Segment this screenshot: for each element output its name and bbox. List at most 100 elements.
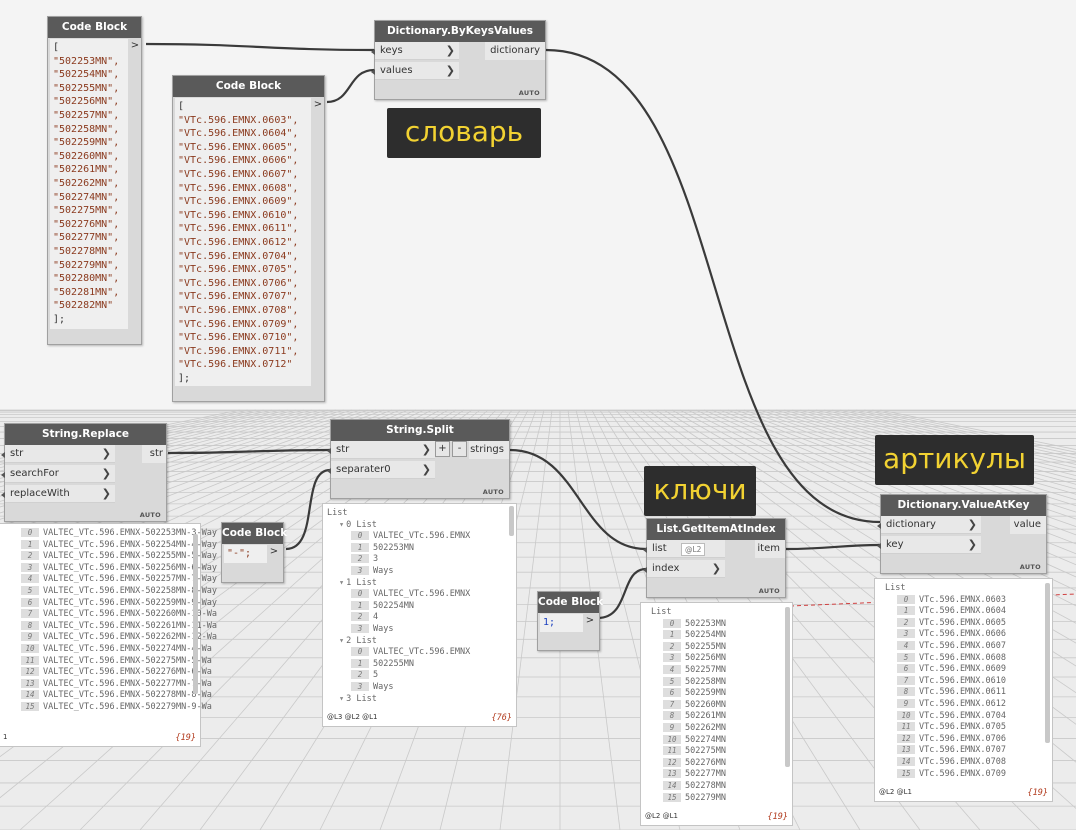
scrollbar[interactable]: [785, 607, 790, 767]
input-port-separater0[interactable]: separater0 ❯: [327, 461, 435, 479]
code-editor-values[interactable]: ["VTc.596.EMNX.0603","VTc.596.EMNX.0604"…: [175, 98, 311, 386]
output-port[interactable]: >: [313, 99, 323, 110]
input-port-key[interactable]: key ❯: [877, 536, 981, 554]
output-port-item[interactable]: item: [755, 540, 785, 558]
dictionary-bykeysvalues-node[interactable]: Dictionary.ByKeysValues keys ❯ values ❯ …: [371, 20, 546, 100]
output-port-dictionary[interactable]: dictionary: [485, 42, 545, 60]
list-item[interactable]: List: [327, 508, 506, 520]
output-port[interactable]: >: [130, 40, 140, 51]
code-block-index-node[interactable]: Code Block 1; >: [537, 591, 603, 651]
dictionary-valueatkey-node[interactable]: Dictionary.ValueAtKey dictionary ❯ key ❯…: [877, 494, 1047, 574]
add-input-button[interactable]: +: [435, 441, 450, 457]
remove-input-button[interactable]: -: [452, 441, 467, 457]
list-item[interactable]: ▾1 List: [327, 578, 506, 590]
code-editor-keys[interactable]: ["502253MN","502254MN","502255MN","50225…: [50, 39, 128, 329]
code-editor-index[interactable]: 1;: [540, 614, 583, 632]
scrollbar[interactable]: [193, 534, 198, 694]
collapse-triangle-icon[interactable]: ▾: [339, 635, 345, 646]
scrollbar[interactable]: [509, 506, 514, 536]
output-port-strings[interactable]: strings: [469, 441, 509, 459]
input-port-dictionary[interactable]: dictionary ❯: [877, 516, 981, 534]
list-item[interactable]: ▾2 List: [327, 636, 506, 648]
output-port[interactable]: >: [269, 546, 279, 557]
output-port-value[interactable]: value: [1010, 516, 1046, 534]
string-replace-node[interactable]: String.Replace str❯searchFor❯replaceWith…: [1, 423, 167, 522]
code-block-keys-node[interactable]: Code Block ["502253MN","502254MN","50225…: [47, 16, 142, 345]
collapse-triangle-icon[interactable]: ▾: [339, 519, 345, 530]
list-getitematindex-node[interactable]: List.GetItemAtIndex list @L2 index ❯ ite…: [643, 518, 786, 598]
code-block-separator-node[interactable]: Code Block "-"; >: [221, 522, 287, 583]
output-port[interactable]: >: [585, 615, 595, 626]
input-port-str[interactable]: str❯: [1, 445, 115, 463]
output-port-str[interactable]: str: [142, 445, 166, 463]
code-editor-separator[interactable]: "-";: [224, 545, 267, 563]
input-port-index[interactable]: index ❯: [643, 560, 725, 578]
collapse-triangle-icon[interactable]: ▾: [339, 577, 345, 588]
string-split-node[interactable]: String.Split str ❯ separater0 ❯ + - stri…: [327, 419, 510, 499]
input-port-replacewith[interactable]: replaceWith❯: [1, 485, 115, 503]
scrollbar[interactable]: [1045, 583, 1050, 743]
list-level-selector[interactable]: @L2: [681, 543, 706, 556]
input-port-str[interactable]: str ❯: [327, 441, 435, 459]
collapse-triangle-icon[interactable]: ▾: [339, 693, 345, 704]
